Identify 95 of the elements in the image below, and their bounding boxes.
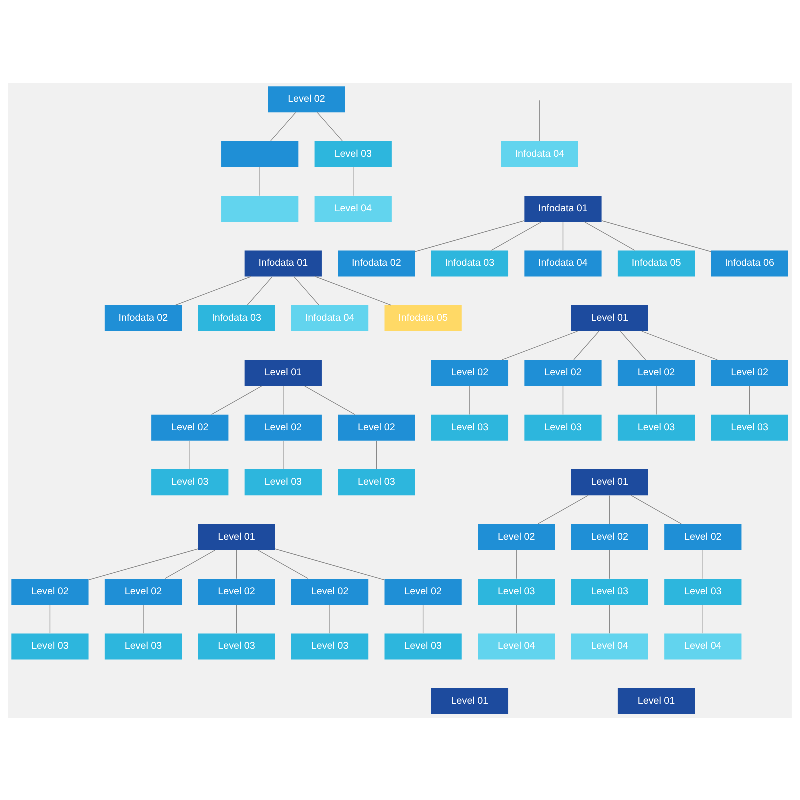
connector: [317, 112, 343, 142]
connector: [422, 604, 424, 634]
connector: [236, 550, 238, 579]
connector: [538, 494, 589, 524]
node-box: Level 03: [314, 140, 392, 167]
node-box: Infodata 01: [244, 250, 322, 276]
node-box: Level 02: [524, 360, 602, 386]
node-box: [222, 140, 299, 167]
node-box: Level 04: [478, 633, 556, 660]
connector: [620, 330, 646, 360]
connector: [304, 385, 356, 415]
connector: [516, 550, 517, 579]
node-box: Level 02: [268, 86, 346, 112]
node-box: Level 01: [431, 688, 509, 714]
node-box: Level 03: [524, 414, 602, 440]
node-box: Level 02: [664, 524, 742, 550]
node-box: Infodata 06: [711, 250, 788, 276]
node-box: Level 03: [711, 414, 788, 440]
connector: [376, 440, 378, 470]
node-box: Level 04: [571, 633, 648, 660]
node-box: Level 02: [478, 524, 556, 550]
connector: [283, 440, 284, 470]
connector: [562, 221, 564, 250]
connector: [275, 548, 386, 580]
node-box: Infodata 04: [291, 304, 369, 331]
node-box: Infodata 04: [501, 140, 578, 167]
node-box: Level 02: [198, 578, 276, 604]
node-box: Level 03: [104, 633, 182, 660]
connector: [584, 221, 636, 250]
node-box: Level 03: [571, 578, 648, 604]
node-box: Level 03: [478, 578, 556, 604]
node-box: Level 02: [244, 414, 322, 440]
connector: [574, 330, 600, 360]
node-box: Infodata 03: [198, 304, 276, 331]
node-box: Infodata 03: [431, 250, 509, 276]
connector: [258, 549, 309, 579]
node-box: Level 02: [152, 414, 229, 440]
connector: [702, 550, 704, 579]
node-box: Level 03: [338, 469, 416, 496]
connector: [602, 220, 712, 252]
node-box: Infodata 05: [384, 304, 462, 331]
connector: [88, 548, 198, 580]
connector: [516, 604, 517, 634]
node-box: Level 03: [152, 469, 229, 496]
node-box: Level 03: [12, 633, 89, 660]
node-box: Level 02: [104, 578, 182, 604]
node-box: Level 02: [431, 360, 509, 386]
connector: [656, 385, 657, 415]
connector: [175, 276, 252, 306]
connector: [502, 330, 578, 360]
node-box: Level 04: [314, 196, 392, 222]
connector: [236, 604, 238, 634]
connector: [270, 112, 296, 142]
node-box: Level 03: [431, 414, 509, 440]
node-box: [222, 196, 299, 222]
connector: [211, 385, 262, 415]
node-box: Level 03: [384, 633, 462, 660]
connector: [702, 604, 704, 634]
node-box: Level 01: [571, 469, 648, 496]
node-box: Level 02: [291, 578, 369, 604]
connector: [143, 604, 144, 634]
connector: [353, 166, 354, 196]
node-box: Infodata 01: [524, 196, 602, 222]
node-box: Level 02: [12, 578, 89, 604]
connector: [562, 385, 564, 415]
connector: [50, 604, 51, 634]
node-box: Level 03: [618, 414, 696, 440]
connector: [749, 385, 750, 415]
node-box: Level 01: [198, 524, 276, 550]
node-box: Level 01: [571, 304, 648, 331]
node-box: Level 03: [244, 469, 322, 496]
node-box: Infodata 04: [524, 250, 602, 276]
node-box: Level 04: [664, 633, 742, 660]
connector: [491, 221, 542, 250]
node-box: Level 01: [244, 360, 322, 386]
node-box: Level 02: [711, 360, 788, 386]
node-box: Level 02: [618, 360, 696, 386]
node-box: Level 02: [571, 524, 648, 550]
connector: [164, 549, 216, 579]
connector: [283, 385, 284, 415]
node-box: Level 02: [338, 414, 416, 440]
node-box: Level 03: [664, 578, 742, 604]
connector: [315, 276, 392, 306]
connector: [414, 220, 525, 252]
node-box: Infodata 02: [104, 304, 182, 331]
node-box: Level 01: [618, 688, 696, 714]
node-box: Infodata 02: [338, 250, 416, 276]
connector: [642, 330, 718, 360]
connector: [294, 276, 320, 306]
node-box: Level 03: [291, 633, 369, 660]
connector: [630, 494, 682, 524]
node-box: Level 03: [198, 633, 276, 660]
node-box: Infodata 05: [618, 250, 696, 276]
node-box: Level 02: [384, 578, 462, 604]
connector: [247, 276, 273, 306]
